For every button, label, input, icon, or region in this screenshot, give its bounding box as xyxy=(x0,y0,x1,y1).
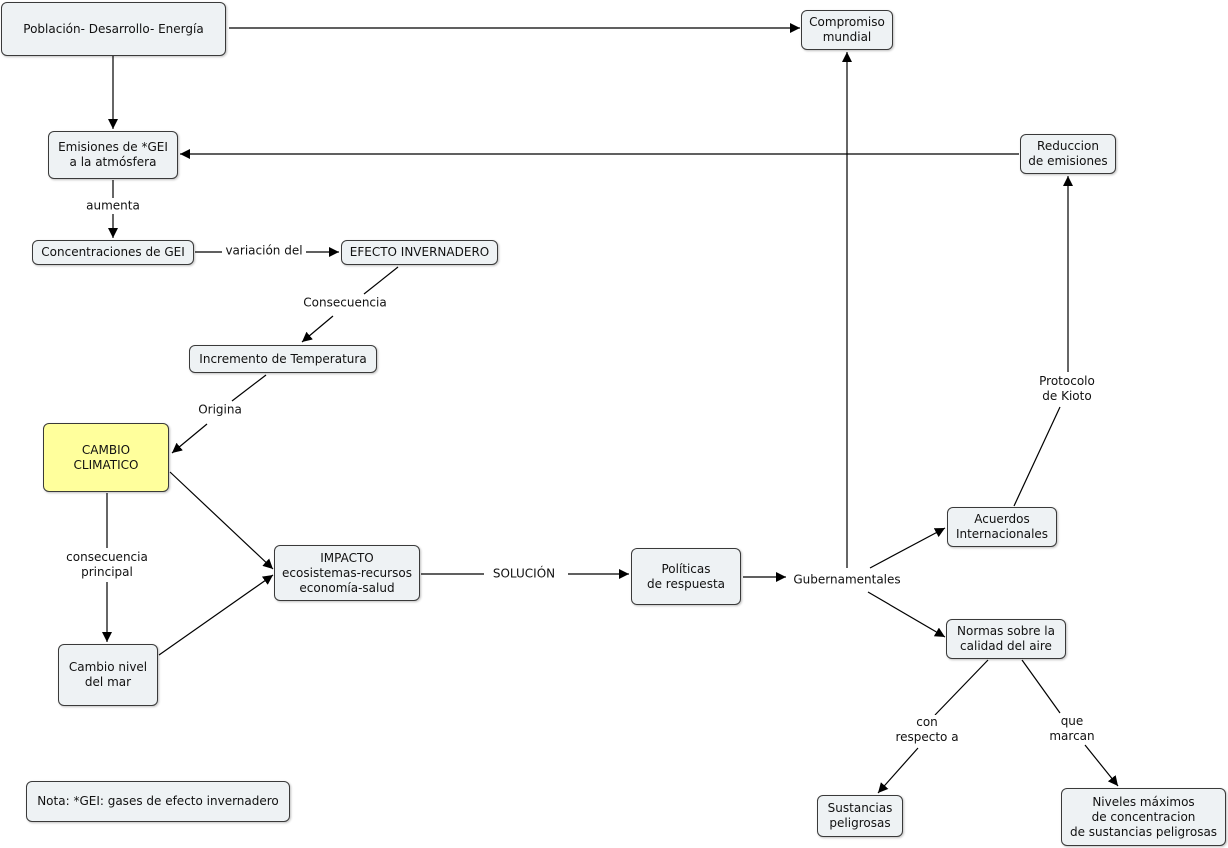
link-conrespecto-sustancias xyxy=(877,747,919,794)
link-label-consecuencia-principal: consecuencia principal xyxy=(64,550,150,580)
link-efecto-consecuencia xyxy=(363,266,399,295)
node-nota: Nota: *GEI: gases de efecto invernadero xyxy=(26,781,290,822)
link-consecuencia-incremento xyxy=(301,315,334,343)
node-normas[interactable]: Normas sobre la calidad del aire xyxy=(946,619,1066,659)
link-gubernamentales-normas xyxy=(867,591,946,638)
node-poblacion[interactable]: Población- Desarrollo- Energía xyxy=(1,2,226,56)
link-label-consecuencia: Consecuencia xyxy=(301,295,389,311)
link-label-que-marcan: que marcan xyxy=(1047,714,1097,744)
link-label-protocolo: Protocolo de Kioto xyxy=(1037,374,1097,404)
link-label-gubernamentales: Gubernamentales xyxy=(791,572,903,588)
node-impacto[interactable]: IMPACTO ecosistemas-recursos economía-sa… xyxy=(274,545,420,601)
link-normas-quemarcan xyxy=(1021,659,1061,714)
link-label-solucion: SOLUCIÓN xyxy=(490,566,558,582)
link-cambio-impacto xyxy=(169,471,274,570)
link-label-origina: Origina xyxy=(196,402,244,418)
node-sustancias[interactable]: Sustancias peligrosas xyxy=(817,795,903,837)
link-origina-cambio xyxy=(171,423,208,454)
link-cambionivel-impacto xyxy=(158,574,274,656)
link-label-con-respecto: con respecto a xyxy=(893,715,961,745)
node-concentraciones[interactable]: Concentraciones de GEI xyxy=(32,240,194,265)
link-quemarcan-niveles xyxy=(1084,744,1119,787)
node-politicas[interactable]: Políticas de respuesta xyxy=(631,548,741,605)
link-incremento-origina xyxy=(231,374,267,402)
node-reduccion[interactable]: Reduccion de emisiones xyxy=(1020,134,1116,174)
node-incremento[interactable]: Incremento de Temperatura xyxy=(189,345,377,373)
link-acuerdos-protocolo xyxy=(1013,406,1061,507)
node-cambio-climatico[interactable]: CAMBIO CLIMATICO xyxy=(43,423,169,492)
node-efecto-invernadero[interactable]: EFECTO INVERNADERO xyxy=(341,240,498,265)
link-normas-conrespecto xyxy=(934,659,989,716)
link-label-aumenta: aumenta xyxy=(84,198,142,214)
node-compromiso-mundial[interactable]: Compromiso mundial xyxy=(801,10,893,50)
link-gubernamentales-acuerdos xyxy=(869,527,946,569)
node-acuerdos[interactable]: Acuerdos Internacionales xyxy=(947,507,1057,547)
link-label-variacion: variación del xyxy=(223,243,305,259)
node-niveles[interactable]: Niveles máximos de concentracion de sust… xyxy=(1061,788,1226,846)
node-cambio-nivel[interactable]: Cambio nivel del mar xyxy=(58,644,158,706)
node-emisiones[interactable]: Emisiones de *GEI a la atmósfera xyxy=(48,131,178,179)
